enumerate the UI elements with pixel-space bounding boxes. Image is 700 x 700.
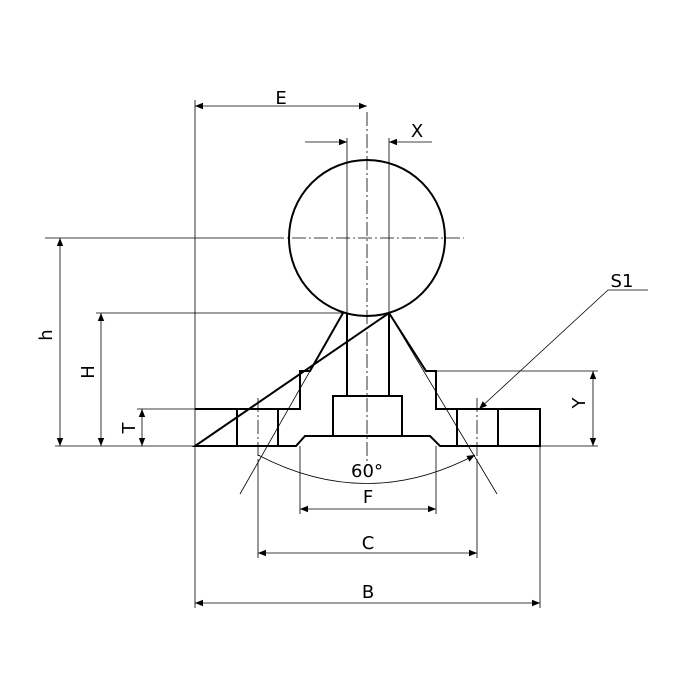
label-S1: S1 <box>611 271 634 292</box>
flange-holes <box>236 409 499 446</box>
label-h: h <box>36 329 57 340</box>
extension-lines <box>45 100 598 608</box>
label-Y: Y <box>569 397 590 410</box>
dimensions: E X h H T Y S1 60° F C B <box>36 88 648 607</box>
flange-body <box>191 311 541 447</box>
label-F: F <box>363 487 373 508</box>
label-H: H <box>78 365 99 379</box>
label-X: X <box>411 121 423 142</box>
label-angle: 60° <box>351 461 383 482</box>
stem <box>346 313 390 396</box>
part-outline <box>191 159 541 447</box>
dim-angle <box>257 454 476 484</box>
label-T: T <box>119 422 140 435</box>
center-lines <box>239 112 498 495</box>
stem-nut <box>332 395 403 437</box>
label-C: C <box>362 533 375 554</box>
label-E: E <box>275 88 286 109</box>
label-B: B <box>362 582 374 603</box>
